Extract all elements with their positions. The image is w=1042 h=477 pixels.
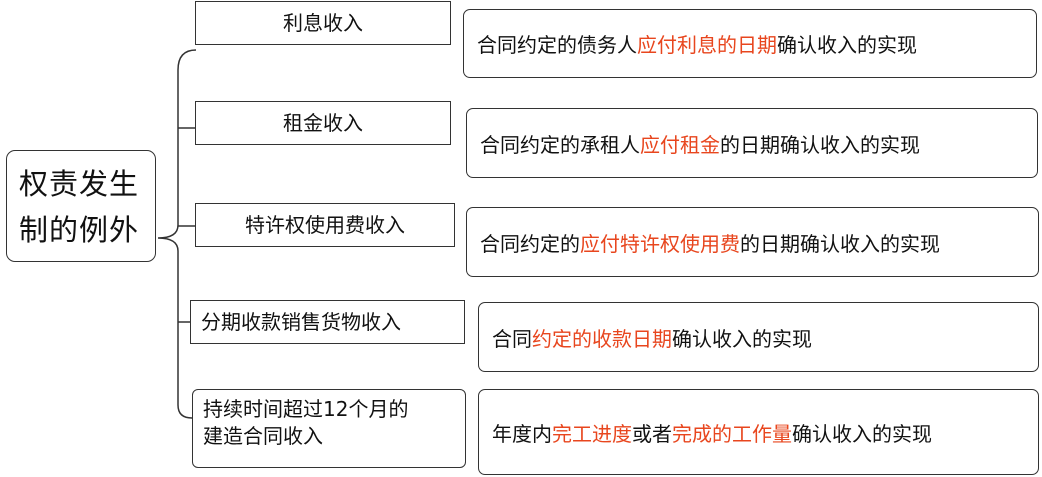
description-text: 年度内完工进度或者完成的工作量确认收入的实现 (492, 421, 932, 446)
highlight-text: 应付特许权使用费 (580, 231, 740, 256)
category-label: 特许权使用费收入 (245, 213, 405, 237)
category-node-interest: 利息收入 (195, 1, 451, 45)
category-node-royalty: 特许权使用费收入 (195, 203, 455, 247)
category-label: 利息收入 (283, 11, 363, 35)
category-label: 分期收款销售货物收入 (201, 310, 401, 334)
description-node-construction: 年度内完工进度或者完成的工作量确认收入的实现 (478, 389, 1039, 475)
root-label-line1: 权责发生 (19, 167, 140, 201)
category-node-rent: 租金收入 (195, 101, 451, 145)
description-text: 合同约定的收款日期确认收入的实现 (492, 326, 812, 351)
category-label-line1: 持续时间超过12个月的 (203, 397, 409, 421)
category-node-construction: 持续时间超过12个月的 建造合同收入 (192, 389, 466, 468)
highlight-text-2: 完成的工作量 (672, 421, 792, 446)
description-node-interest: 合同约定的债务人应付利息的日期确认收入的实现 (463, 9, 1037, 78)
category-label: 租金收入 (283, 111, 363, 135)
highlight-text: 约定的收款日期 (532, 326, 672, 351)
description-text: 合同约定的承租人应付租金的日期确认收入的实现 (480, 132, 920, 157)
category-node-installment: 分期收款销售货物收入 (190, 300, 465, 344)
description-node-installment: 合同约定的收款日期确认收入的实现 (478, 302, 1039, 372)
category-label-line2: 建造合同收入 (203, 424, 323, 448)
highlight-text: 应付租金 (640, 132, 720, 157)
description-text: 合同约定的债务人应付利息的日期确认收入的实现 (477, 33, 917, 57)
description-node-rent: 合同约定的承租人应付租金的日期确认收入的实现 (466, 108, 1038, 178)
root-label-line2: 制的例外 (19, 213, 140, 247)
highlight-text: 完工进度 (552, 421, 632, 446)
root-node: 权责发生 制的例外 (6, 150, 156, 262)
description-text: 合同约定的应付特许权使用费的日期确认收入的实现 (480, 231, 940, 256)
description-node-royalty: 合同约定的应付特许权使用费的日期确认收入的实现 (466, 207, 1039, 277)
highlight-text: 应付利息的日期 (637, 33, 777, 57)
brace-line (157, 49, 197, 419)
